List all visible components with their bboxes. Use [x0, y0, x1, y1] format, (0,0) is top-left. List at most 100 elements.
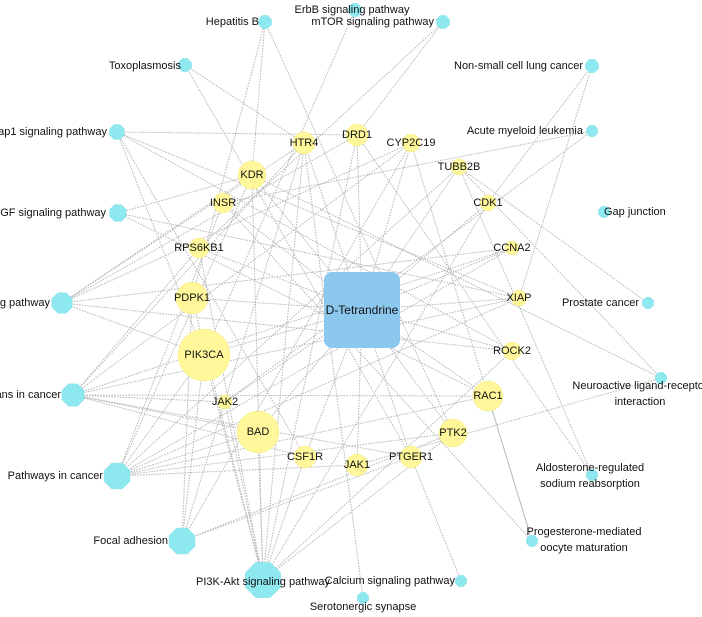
edge-target-pathway — [116, 247, 513, 477]
pathway-node[interactable] — [586, 469, 598, 481]
edge-target-pathway — [181, 142, 305, 542]
edge-target-pathway — [116, 131, 205, 356]
target-label: PIK3CA — [184, 349, 224, 361]
pathway-node[interactable] — [455, 575, 467, 587]
edge-target-pathway — [117, 174, 253, 214]
edge-target-pathway — [117, 212, 489, 397]
pathway-node[interactable] — [109, 124, 125, 140]
pathway-label: Proteoglycans in cancer — [0, 389, 61, 401]
edge-target-pathway — [203, 354, 264, 581]
target-node[interactable] — [450, 158, 468, 176]
target-node[interactable] — [292, 131, 316, 155]
pathway-label: Non-small cell lung cancer — [454, 60, 583, 72]
target-label: CCNA2 — [493, 242, 530, 254]
pathway-node[interactable] — [526, 535, 538, 547]
target-node[interactable] — [177, 328, 231, 382]
edge-target-pathway — [356, 377, 662, 466]
pathway-node[interactable] — [348, 3, 362, 17]
edge-target-pathway — [303, 142, 364, 599]
target-label: KDR — [240, 169, 263, 181]
target-node[interactable] — [479, 194, 497, 212]
target-label: CDK1 — [473, 197, 502, 209]
target-node[interactable] — [345, 123, 369, 147]
target-node[interactable] — [188, 237, 210, 259]
pathway-node[interactable] — [586, 125, 598, 137]
target-label: TUBB2B — [438, 161, 481, 173]
edge-target-pathway — [257, 431, 264, 581]
edge-drug-target — [361, 202, 489, 311]
target-label: RPS6KB1 — [174, 242, 224, 254]
pathway-node[interactable] — [178, 58, 192, 72]
pathway-label: oocyte maturation — [540, 542, 627, 554]
pathway-label: Gap junction — [604, 206, 666, 218]
edge-target-pathway — [487, 395, 533, 542]
pathway-label: Progesterone-mediated — [527, 526, 642, 538]
drug-node[interactable] — [324, 272, 400, 348]
target-label: DRD1 — [342, 129, 372, 141]
edge-target-pathway — [116, 174, 253, 477]
target-node[interactable] — [345, 453, 369, 477]
target-node[interactable] — [175, 281, 209, 315]
pathway-node[interactable] — [585, 59, 599, 73]
target-node[interactable] — [504, 240, 520, 256]
edge-target-pathway — [72, 247, 513, 396]
nodes-layer — [51, 3, 667, 604]
target-label: ROCK2 — [493, 345, 531, 357]
pathway-node[interactable] — [655, 372, 667, 384]
target-node[interactable] — [502, 341, 522, 361]
edge-target-pathway — [116, 131, 306, 458]
pathway-node[interactable] — [245, 562, 281, 598]
target-node[interactable] — [472, 380, 504, 412]
target-label: CYP2C19 — [387, 137, 436, 149]
pathway-label: Hepatitis B — [206, 16, 259, 28]
edge-drug-target — [361, 247, 513, 311]
target-node[interactable] — [438, 418, 468, 448]
pathway-label: Prostate cancer — [562, 297, 639, 309]
edge-target-pathway — [198, 247, 264, 581]
target-node[interactable] — [293, 445, 317, 469]
pathway-label: sodium reabsorption — [540, 478, 640, 490]
pathway-label: cAMP signaling pathway — [0, 297, 50, 309]
pathway-node[interactable] — [436, 15, 450, 29]
edge-target-pathway — [181, 354, 205, 542]
edge-target-pathway — [458, 166, 593, 476]
edge-target-pathway — [222, 202, 533, 542]
pathway-node[interactable] — [258, 15, 272, 29]
edge-target-pathway — [356, 21, 444, 136]
pathway-node[interactable] — [168, 527, 196, 555]
edge-target-pathway — [117, 212, 520, 299]
pathway-node[interactable] — [51, 292, 73, 314]
edge-target-pathway — [72, 394, 489, 397]
pathway-label: Rap1 signaling pathway — [0, 126, 107, 138]
pathway-node[interactable] — [61, 383, 85, 407]
target-node[interactable] — [236, 410, 280, 454]
edge-target-pathway — [518, 65, 593, 299]
pathway-node[interactable] — [103, 462, 131, 490]
pathway-node[interactable] — [357, 592, 369, 604]
target-node[interactable] — [401, 133, 421, 153]
edge-target-pathway — [264, 21, 454, 434]
target-node[interactable] — [212, 192, 234, 214]
target-node[interactable] — [399, 445, 423, 469]
edge-target-pathway — [410, 142, 533, 542]
pathway-node[interactable] — [642, 297, 654, 309]
pathway-label: VEGF signaling pathway — [0, 207, 106, 219]
target-label: JAK1 — [344, 459, 370, 471]
edge-target-pathway — [116, 131, 513, 352]
target-node[interactable] — [237, 160, 267, 190]
target-label: INSR — [210, 197, 236, 209]
target-node[interactable] — [510, 289, 528, 307]
pathway-node[interactable] — [598, 206, 610, 218]
edge-target-pathway — [116, 131, 520, 299]
edge-target-pathway — [487, 65, 593, 204]
pathway-node[interactable] — [109, 204, 127, 222]
target-node[interactable] — [217, 394, 233, 410]
target-label: PTGER1 — [389, 451, 433, 463]
pathway-label: Toxoplasmosis — [109, 60, 182, 72]
edge-target-pathway — [458, 166, 649, 304]
edge-target-pathway — [61, 174, 253, 304]
edge-target-pathway — [262, 350, 513, 581]
target-label: PTK2 — [439, 427, 467, 439]
edge-target-pathway — [72, 142, 412, 396]
